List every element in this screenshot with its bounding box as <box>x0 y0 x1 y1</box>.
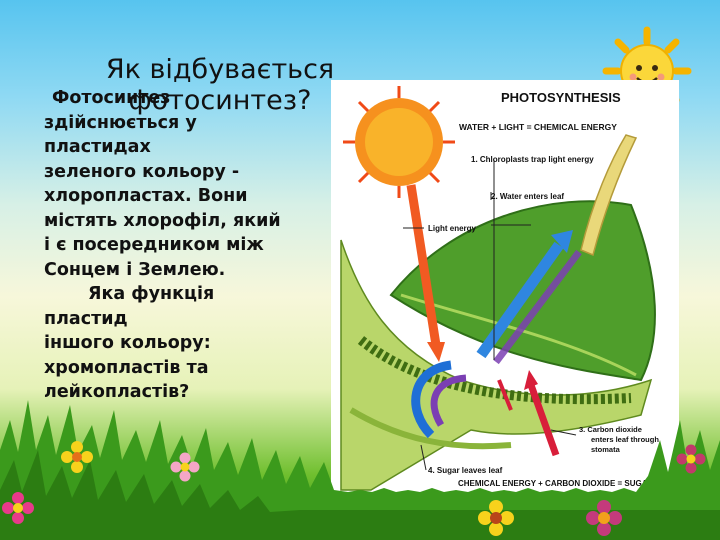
flower-icon <box>586 500 622 536</box>
slide-title: Як відбувається фотосинтез? <box>105 54 335 116</box>
diagram-step-2: 2. Water enters leaf <box>491 192 564 201</box>
diagram-step-3-line-1: 3. Carbon dioxide <box>579 425 642 434</box>
diagram-step-1: 1. Chloroplasts trap light energy <box>471 155 594 164</box>
body-line: і є посередником між <box>44 235 264 255</box>
diagram-heading: PHOTOSYNTHESIS <box>501 90 621 105</box>
body-line: Фотосинтез <box>52 88 171 108</box>
grass-foreground <box>0 400 720 540</box>
body-line: Яка функція <box>88 284 215 304</box>
slide-body-text: Фотосинтез здійснюється у пластидах зеле… <box>44 86 334 405</box>
body-line: зеленого кольору - <box>44 161 240 182</box>
diagram-equation-bottom: CHEMICAL ENERGY + CARBON DIOXIDE = SUGAR <box>458 479 654 488</box>
leaf-stem <box>580 134 638 257</box>
body-line: Сонцем і Землею. <box>44 259 226 280</box>
body-line: здійснюється у <box>44 112 197 133</box>
flower-icon <box>61 441 93 473</box>
light-arrow <box>406 184 441 346</box>
flower-icon <box>2 492 34 524</box>
body-line: іншого кольору: <box>44 333 211 353</box>
body-line: пластид <box>44 308 128 329</box>
body-line: хромопластів та <box>44 357 209 378</box>
body-line: хлоропластах. Вони <box>44 186 248 206</box>
diagram-step-3-line-3: stomata <box>591 445 621 454</box>
photosynthesis-diagram: PHOTOSYNTHESIS WATER + LIGHT = CHEMICAL … <box>331 80 679 494</box>
flower-icon <box>478 500 514 536</box>
diagram-light-label: Light energy <box>428 224 477 233</box>
diagram-equation-top: WATER + LIGHT = CHEMICAL ENERGY <box>459 122 617 132</box>
flower-icon <box>676 444 706 474</box>
carbon-dioxide-arrow <box>527 383 560 457</box>
diagram-step-4: 4. Sugar leaves leaf <box>428 466 503 475</box>
body-line: пластидах <box>44 137 151 157</box>
sugar-arrow <box>411 360 452 439</box>
diagram-step-3-line-2: enters leaf through <box>591 435 659 444</box>
diagram-sun-icon <box>343 86 455 198</box>
body-line: містять хлорофіл, який <box>44 210 281 231</box>
body-line: лейкопластів? <box>44 382 190 402</box>
flower-icon <box>170 452 200 482</box>
